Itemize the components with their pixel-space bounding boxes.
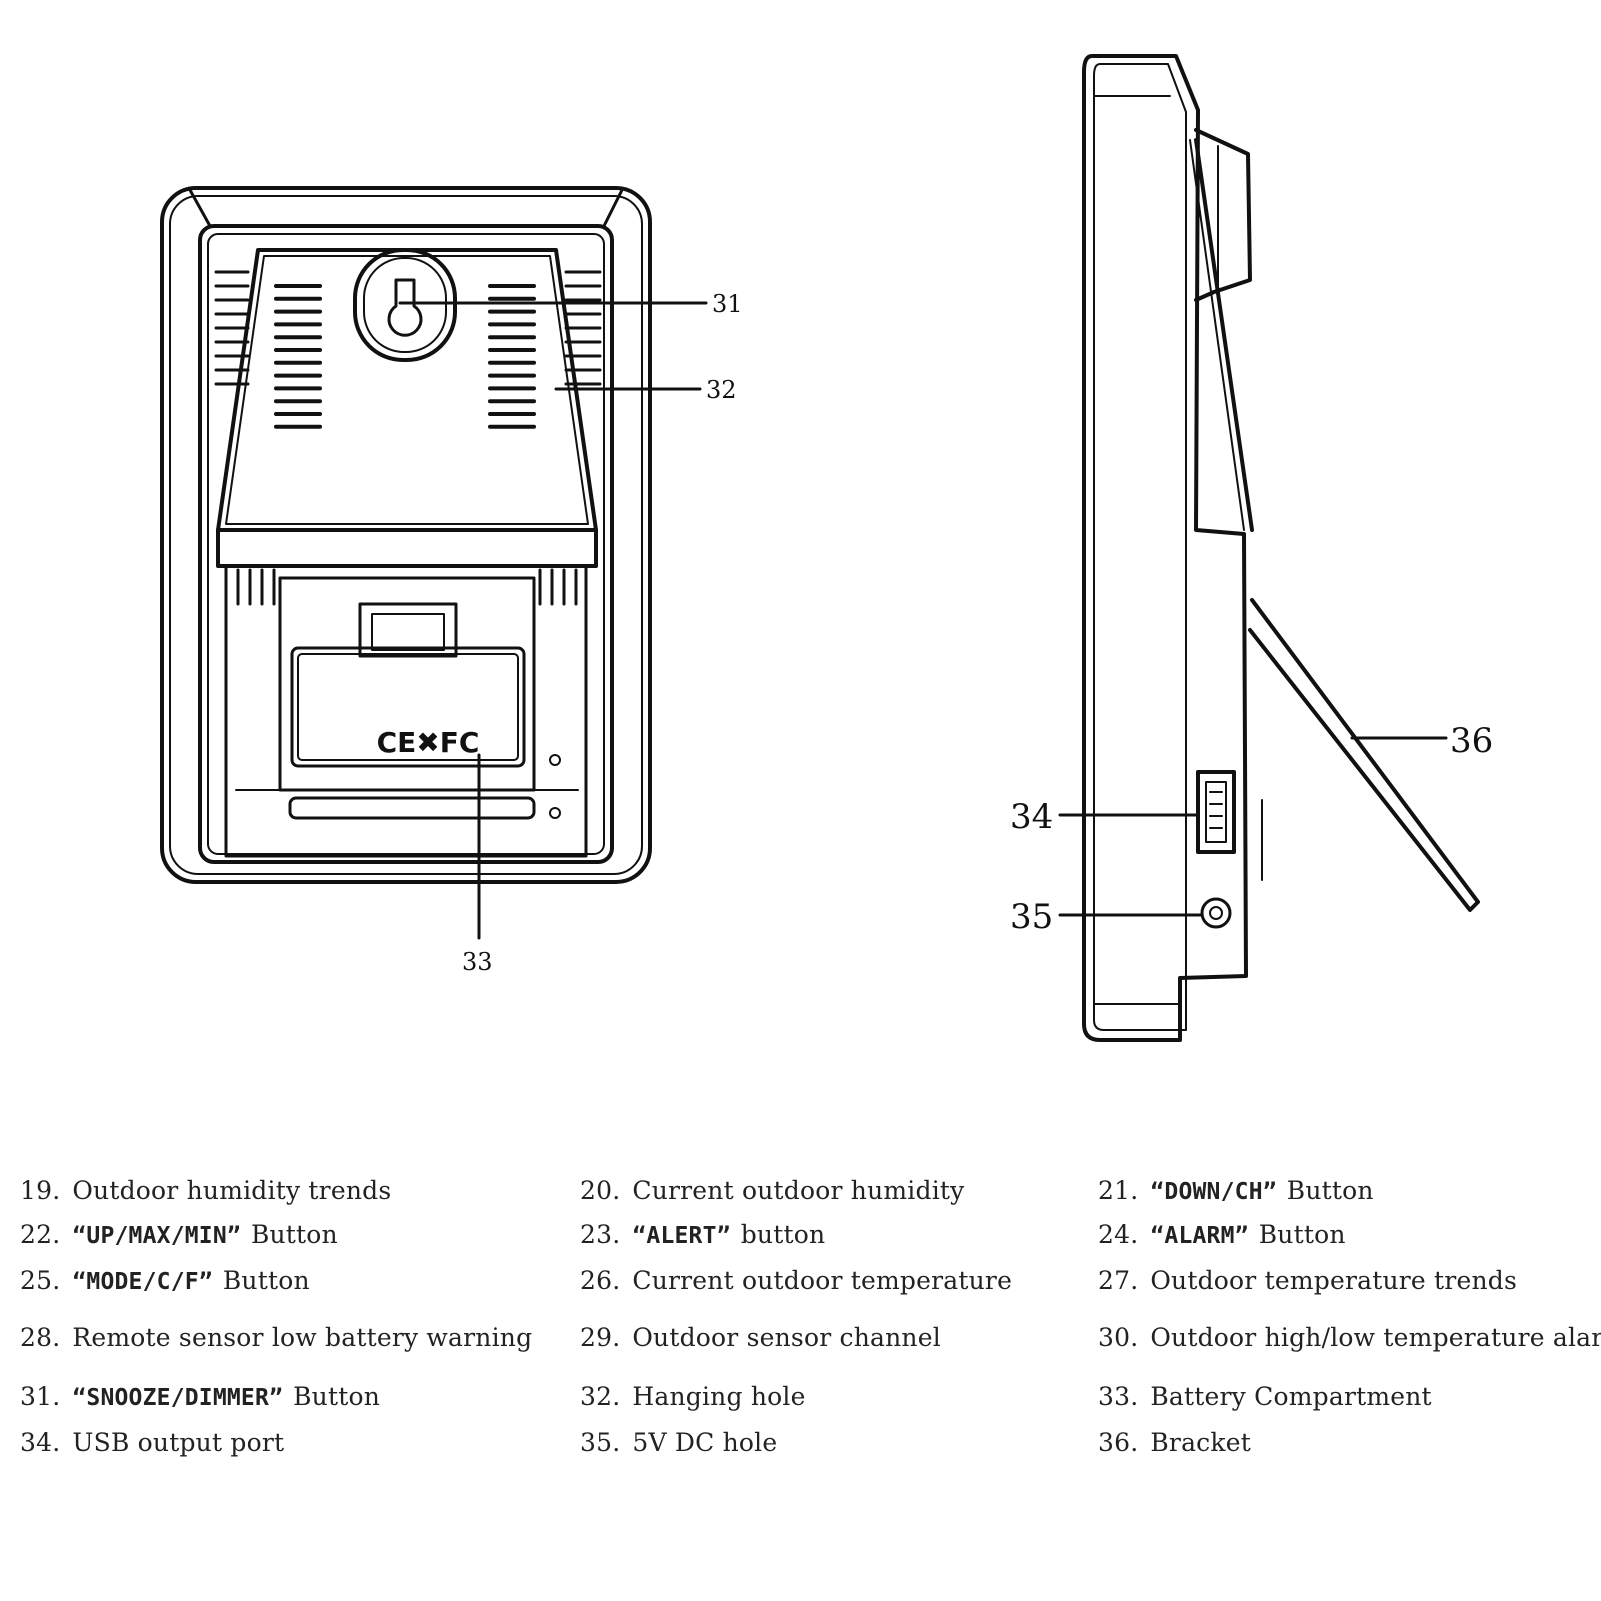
latch-teeth-left [236, 568, 276, 606]
callout-36: 36 [1450, 721, 1493, 761]
callout-31: 31 [712, 290, 743, 318]
back-outer-frame [160, 186, 652, 884]
back-outer-frame-inner [169, 195, 643, 875]
side-body [1082, 54, 1248, 1042]
bracket-panel-back [216, 248, 598, 532]
back-inner-panel [198, 224, 614, 864]
center-vents-left [274, 284, 322, 429]
callout-33: 33 [462, 948, 493, 976]
center-vents-right [488, 284, 536, 429]
hanging-hole [353, 248, 457, 362]
bracket-leg [1248, 598, 1480, 912]
certification-mark: CE✖FC [377, 726, 480, 759]
callout-34: 34 [1010, 797, 1053, 837]
right-side-vents [564, 270, 602, 386]
battery-compartment: CE✖FC [278, 576, 561, 819]
back-view: CE✖FC 31 32 33 [160, 186, 743, 976]
hanging-hole-side [1194, 128, 1252, 302]
callout-35: 35 [1010, 897, 1053, 937]
latch-teeth-right [538, 568, 578, 606]
callout-32: 32 [706, 376, 737, 404]
side-view: 34 35 36 [1010, 54, 1493, 1042]
dc-power-hole [1200, 897, 1232, 929]
back-lower-body [224, 564, 588, 858]
usb-output-port [1196, 770, 1236, 854]
